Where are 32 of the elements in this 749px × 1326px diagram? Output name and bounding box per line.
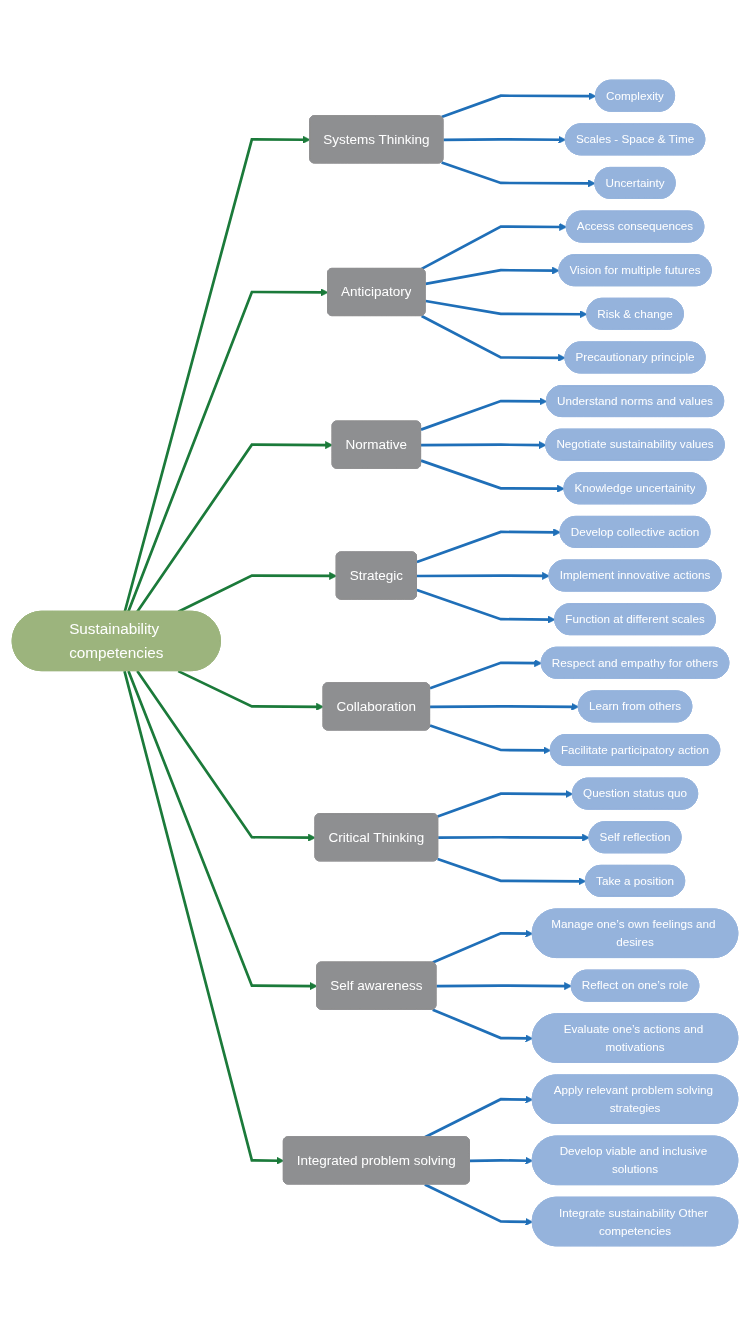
arrow [126,670,318,990]
arrow [429,659,542,690]
arrow [420,314,566,362]
arrow [431,1008,533,1043]
arrow [135,670,316,842]
arrow [420,441,547,449]
arrow [135,441,333,613]
arrow [469,1156,533,1165]
arrow [429,702,579,711]
arrow [126,288,328,613]
arrow [440,92,596,119]
arrow [420,459,565,493]
arrow [435,982,572,990]
arrow [122,670,284,1165]
arrow [436,857,586,886]
arrow [177,669,324,711]
arrow [442,135,566,144]
arrow [431,929,533,964]
arrow [420,397,547,431]
arrow [436,790,573,818]
arrow [424,266,560,286]
arrow [415,528,561,564]
arrow [440,161,596,188]
arrow [423,1183,533,1226]
arrow [177,572,337,613]
arrow [416,571,550,580]
arrow [122,135,311,613]
arrow [424,299,588,319]
arrow [437,833,590,842]
arrow [420,223,567,271]
arrow [429,724,551,755]
arrow [415,588,555,624]
